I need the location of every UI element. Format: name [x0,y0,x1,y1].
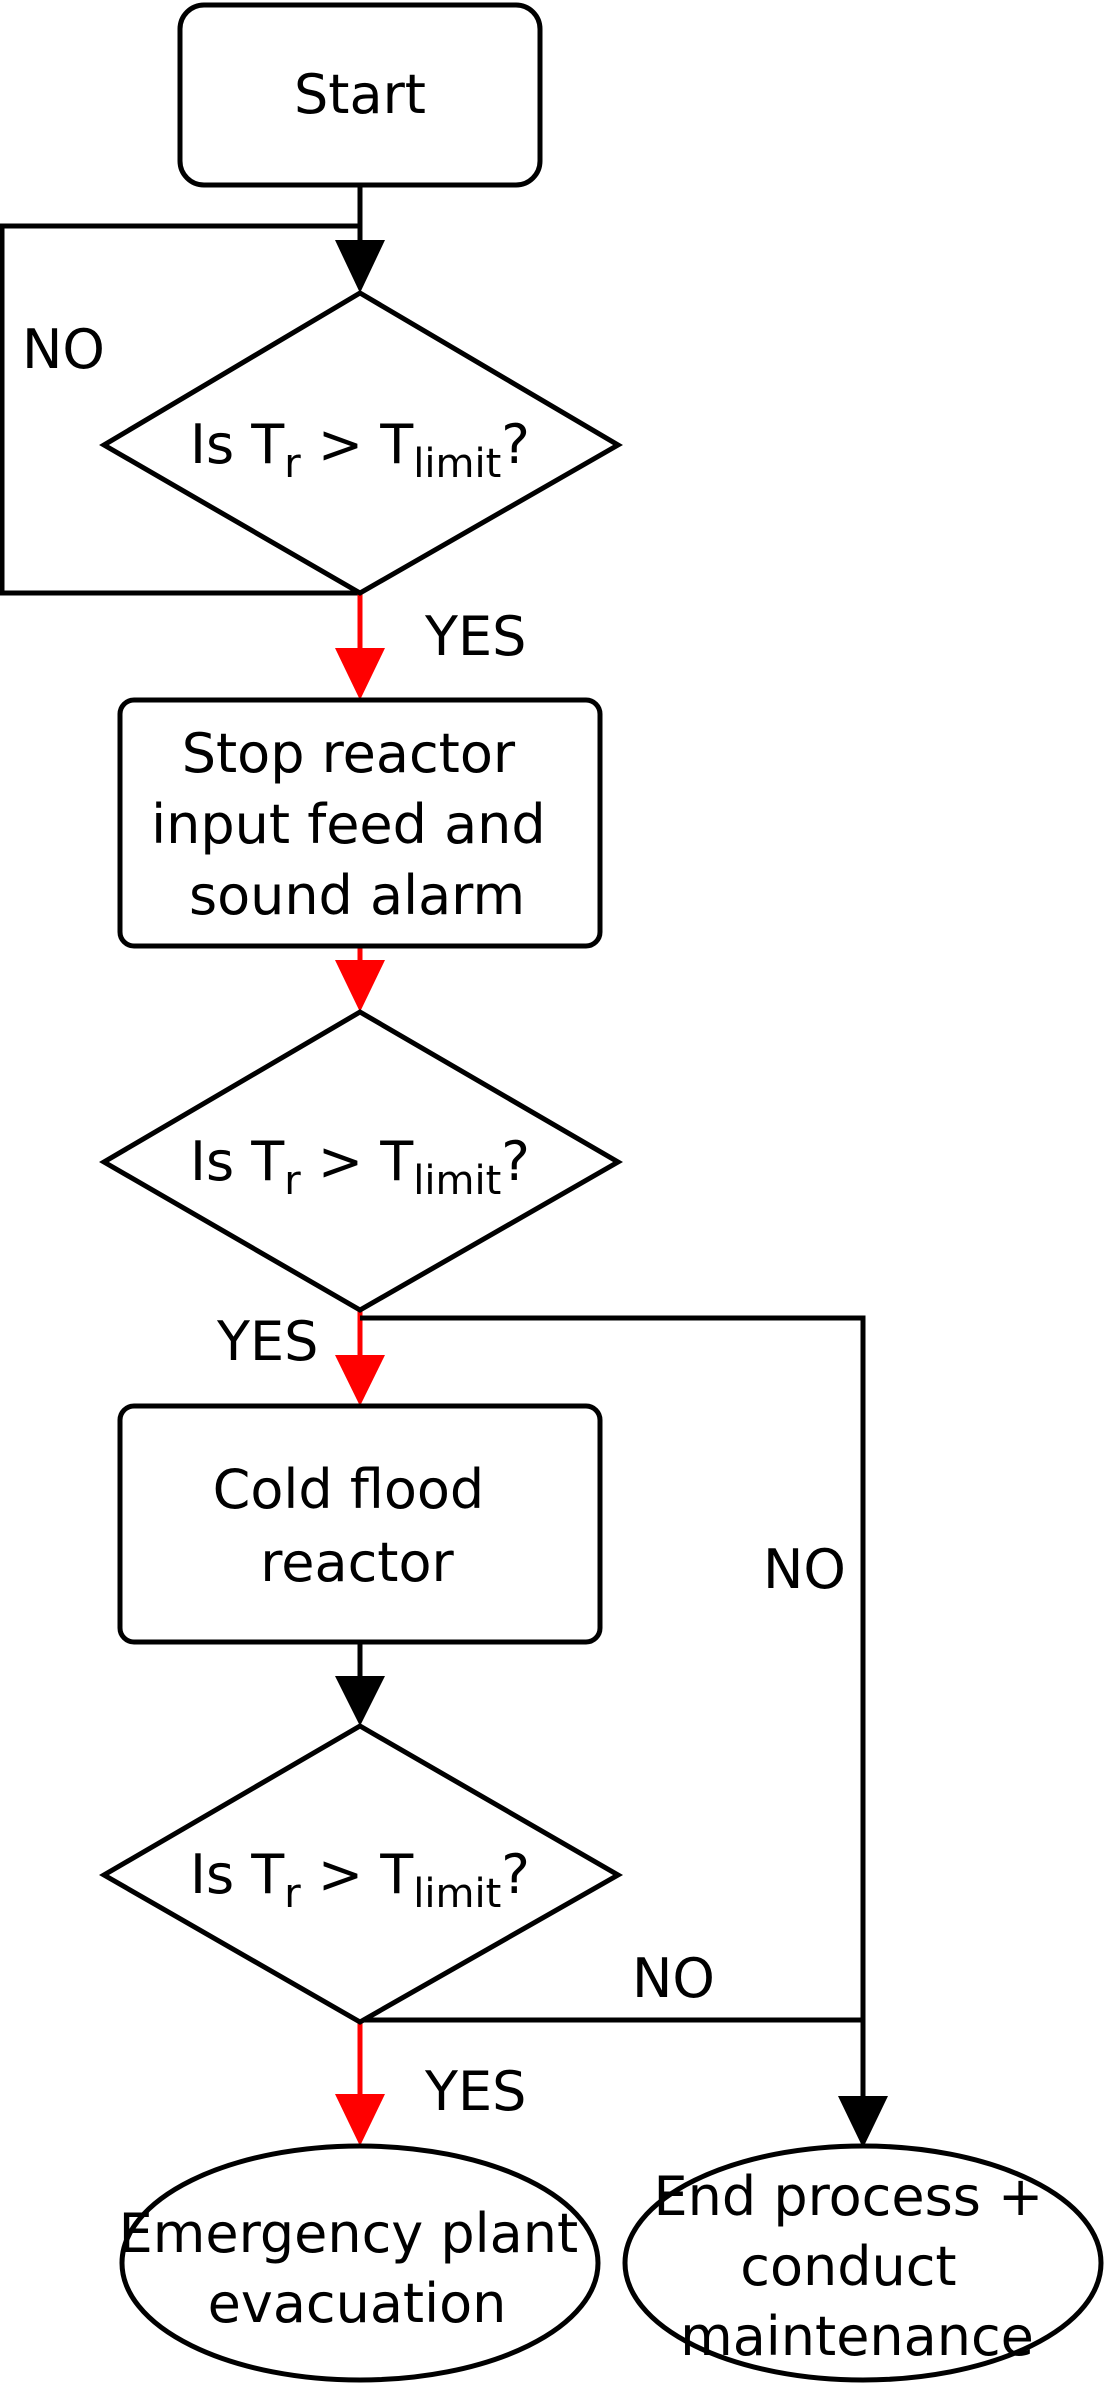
arrowhead-stop-reactor [335,648,385,700]
arrowhead-cold-flood [335,1355,385,1406]
arrowhead-evacuation [335,2094,385,2146]
evacuation-node [119,2143,601,2383]
start-node [177,2,543,188]
edge-decision1-no-loop [0,223,360,596]
label-decision2-no: NO [763,1538,846,1601]
edge-decision2-no [360,1315,866,2110]
decision1-label: Is Tr > Tlimit? [190,413,530,487]
arrowhead-decision2 [335,960,385,1012]
end-process-node [622,2143,1104,2383]
label-decision1-yes: YES [424,605,526,668]
label-decision3-no: NO [632,1947,715,2010]
arrowhead-decision1 [335,240,385,293]
label-decision1-no: NO [22,318,105,381]
decision1-diamond [99,290,623,596]
arrowhead-end-process [838,2096,888,2148]
evacuation-label: Emergency plant evacuation [119,2202,596,2335]
cold-flood-label: Cold flood reactor [213,1458,502,1594]
arrowhead-decision3 [335,1676,385,1726]
decision2-label: Is Tr > Tlimit? [190,1130,530,1204]
decision3-label: Is Tr > Tlimit? [190,1843,530,1917]
cold-flood-node [117,1403,603,1645]
stop-reactor-label: Stop reactor input feed and sound alarm [151,722,563,927]
label-decision2-yes: YES [216,1310,318,1373]
stop-reactor-node [117,697,603,949]
label-decision3-yes: YES [424,2060,526,2123]
decision3-diamond [99,1723,624,2025]
start-label: Start [294,63,426,126]
decision2-diamond [99,1009,623,1313]
end-process-label: End process + conduct maintenance [654,2165,1061,2368]
